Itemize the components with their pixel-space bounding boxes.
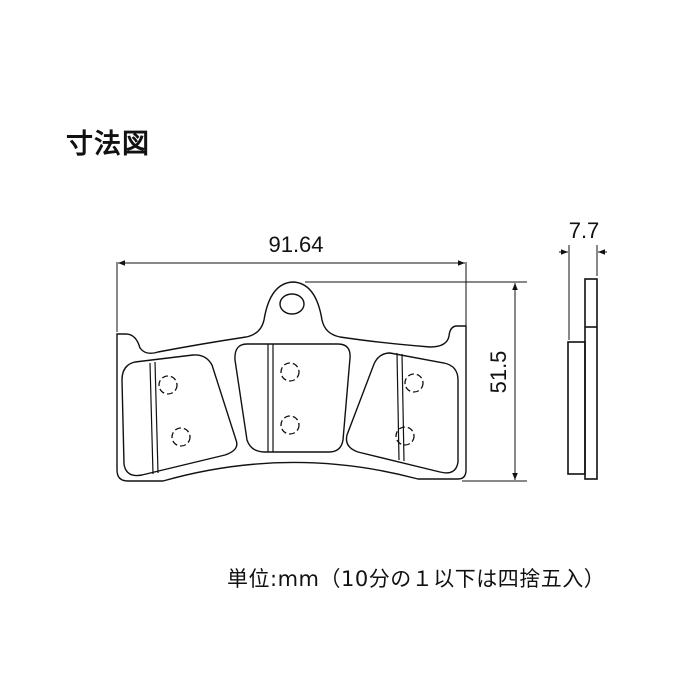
mounting-hole (279, 293, 305, 315)
page-title: 寸法図 (66, 129, 150, 160)
height-dimension-label: 51.5 (486, 351, 511, 394)
pin-locations (158, 362, 424, 447)
width-dimension-label: 91.64 (268, 232, 323, 257)
width-dimension: 91.64 (116, 232, 467, 332)
side-view (567, 278, 598, 480)
backing-plate-outline (116, 281, 467, 482)
height-dimension: 51.5 (305, 281, 527, 482)
right-friction-pad (345, 352, 459, 474)
center-friction-pad (234, 343, 351, 453)
thickness-dimension: 7.7 (559, 218, 607, 340)
left-friction-pad (121, 354, 238, 477)
thickness-dimension-label: 7.7 (569, 218, 600, 243)
front-view (116, 281, 467, 482)
unit-note: 単位:mm（10分の１以下は四捨五入） (227, 567, 606, 591)
